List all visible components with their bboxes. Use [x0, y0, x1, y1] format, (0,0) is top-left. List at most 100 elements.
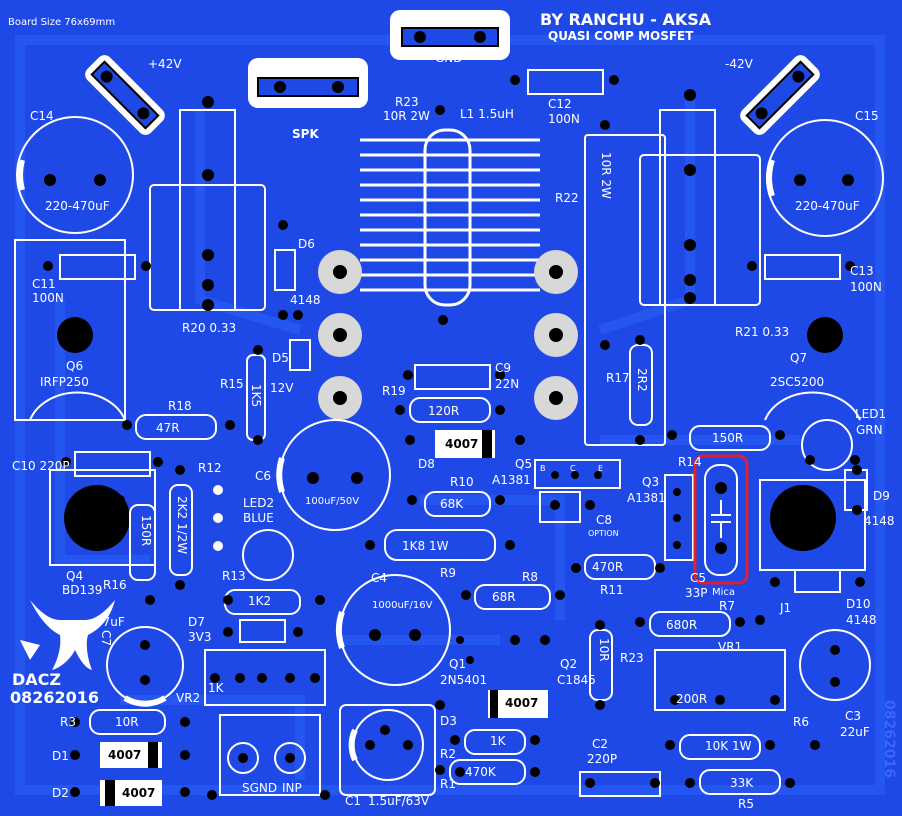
r22-value: 10R 2W	[599, 152, 613, 199]
r5-label: R5	[738, 797, 754, 811]
r21-label: R21 0.33	[735, 325, 790, 339]
r8-value: 68R	[492, 590, 516, 604]
board-size-label: Board Size 76x69mm	[8, 17, 116, 28]
q2-label: Q2	[560, 657, 578, 671]
r20-label: R20 0.33	[182, 321, 237, 335]
r12-value: 2K2 1/2W	[175, 496, 189, 555]
led1-value: GRN	[856, 423, 883, 437]
q6-label: Q6	[66, 359, 84, 373]
d2-value: 4007	[122, 786, 156, 800]
r23-label: R23	[395, 95, 419, 109]
c4-value: 1000uF/16V	[372, 600, 433, 611]
r15-label: R15	[220, 377, 244, 391]
r1-label: R1	[440, 777, 456, 791]
c15-cap	[766, 119, 884, 237]
mounting-holes	[57, 317, 843, 551]
pos-rail-connector	[85, 55, 165, 135]
r2-label: R2	[440, 747, 456, 761]
bull-logo	[20, 600, 115, 670]
r15-value: 1K5	[249, 384, 263, 408]
led2-value: BLUE	[243, 511, 274, 525]
c5-value: 33P	[685, 586, 708, 600]
c4-cap	[335, 574, 451, 686]
c7-label: C7	[99, 630, 113, 647]
r10-label: R10	[450, 475, 474, 489]
c11-value: 100N	[32, 291, 64, 305]
d6-value: 4148	[290, 293, 321, 307]
c8-label: C8	[596, 513, 613, 527]
diode-bodies	[100, 430, 548, 806]
c12-label: C12	[548, 97, 572, 111]
r11-value: 470R	[592, 560, 624, 574]
r7-value: 680R	[666, 618, 698, 632]
c6-cap	[276, 419, 391, 531]
gnd-label: GND	[435, 51, 463, 65]
q1-label: Q1	[449, 657, 467, 671]
d10-label: D10	[846, 597, 871, 611]
r19-value: 120R	[428, 404, 460, 418]
q5-pin-b: B	[540, 464, 546, 473]
r17-value: 2R2	[635, 368, 649, 392]
d6-label: D6	[298, 237, 315, 251]
c11-label: C11	[32, 277, 56, 291]
r23b-label: R23	[620, 651, 644, 665]
r18-label: R18	[168, 399, 192, 413]
d8-value: 4007	[445, 437, 479, 451]
r6-label: R6	[793, 715, 809, 729]
d3-value: 4007	[505, 696, 539, 710]
c12-value: 100N	[548, 112, 580, 126]
d5-value: 12V	[270, 381, 294, 395]
r6-value: 10K 1W	[705, 739, 752, 753]
d7-value: 3V3	[188, 630, 212, 644]
r13-value: 1K2	[248, 594, 272, 608]
side-date: 08262016	[881, 700, 897, 778]
r3-label: R3	[60, 715, 76, 729]
c3-label: C3	[845, 709, 862, 723]
c1-value: 1.5uF/63V	[368, 794, 430, 808]
r23b-value: 10R	[597, 638, 611, 662]
j1-label: J1	[780, 601, 792, 615]
c9-label: C9	[495, 361, 512, 375]
c3-cap	[799, 629, 871, 701]
r7-label: R7	[719, 599, 735, 613]
r17-label: R17	[606, 371, 630, 385]
d5-label: D5	[272, 351, 289, 365]
c8-value: OPTION	[588, 529, 619, 538]
r1-value: 470K	[465, 765, 496, 779]
c6-value: 100uF/50V	[305, 496, 360, 507]
c7-cap	[106, 626, 184, 707]
q1-value: 2N5401	[440, 673, 488, 687]
q5-pin-c: C	[570, 464, 576, 473]
spk-connector	[248, 58, 368, 108]
q2-value: C1845	[557, 673, 596, 687]
r8-label: R8	[522, 570, 538, 584]
r10-value: 68K	[440, 497, 464, 511]
c14-label: C14	[30, 109, 54, 123]
q3-value: A1381	[627, 491, 666, 505]
d2-label: D2	[52, 786, 69, 800]
input-terminal	[227, 742, 306, 774]
vr2-value: 1K	[208, 681, 224, 695]
c1-cap	[339, 704, 436, 796]
r12-label: R12	[198, 461, 222, 475]
c15-value: 220-470uF	[795, 199, 860, 213]
author-line1: BY RANCHU - AKSA	[540, 10, 712, 29]
pos-rail-label: +42V	[148, 57, 182, 71]
r11-label: R11	[600, 583, 624, 597]
big-pads	[318, 250, 578, 420]
logo-date: 08262016	[10, 688, 100, 707]
c5-mica: Mica	[712, 587, 736, 598]
vr1-value: 200R	[676, 692, 708, 706]
d1-label: D1	[52, 749, 69, 763]
resistor-outlines	[89, 249, 868, 796]
r14-label: R14	[678, 455, 702, 469]
c13-value: 100N	[850, 280, 882, 294]
d9-value: 4148	[864, 514, 895, 528]
led1-label: LED1	[855, 407, 887, 421]
d10-value: 4148	[846, 613, 877, 627]
d8-label: D8	[418, 457, 435, 471]
gnd-connector	[390, 10, 510, 60]
r5-value: 33K	[730, 776, 754, 790]
